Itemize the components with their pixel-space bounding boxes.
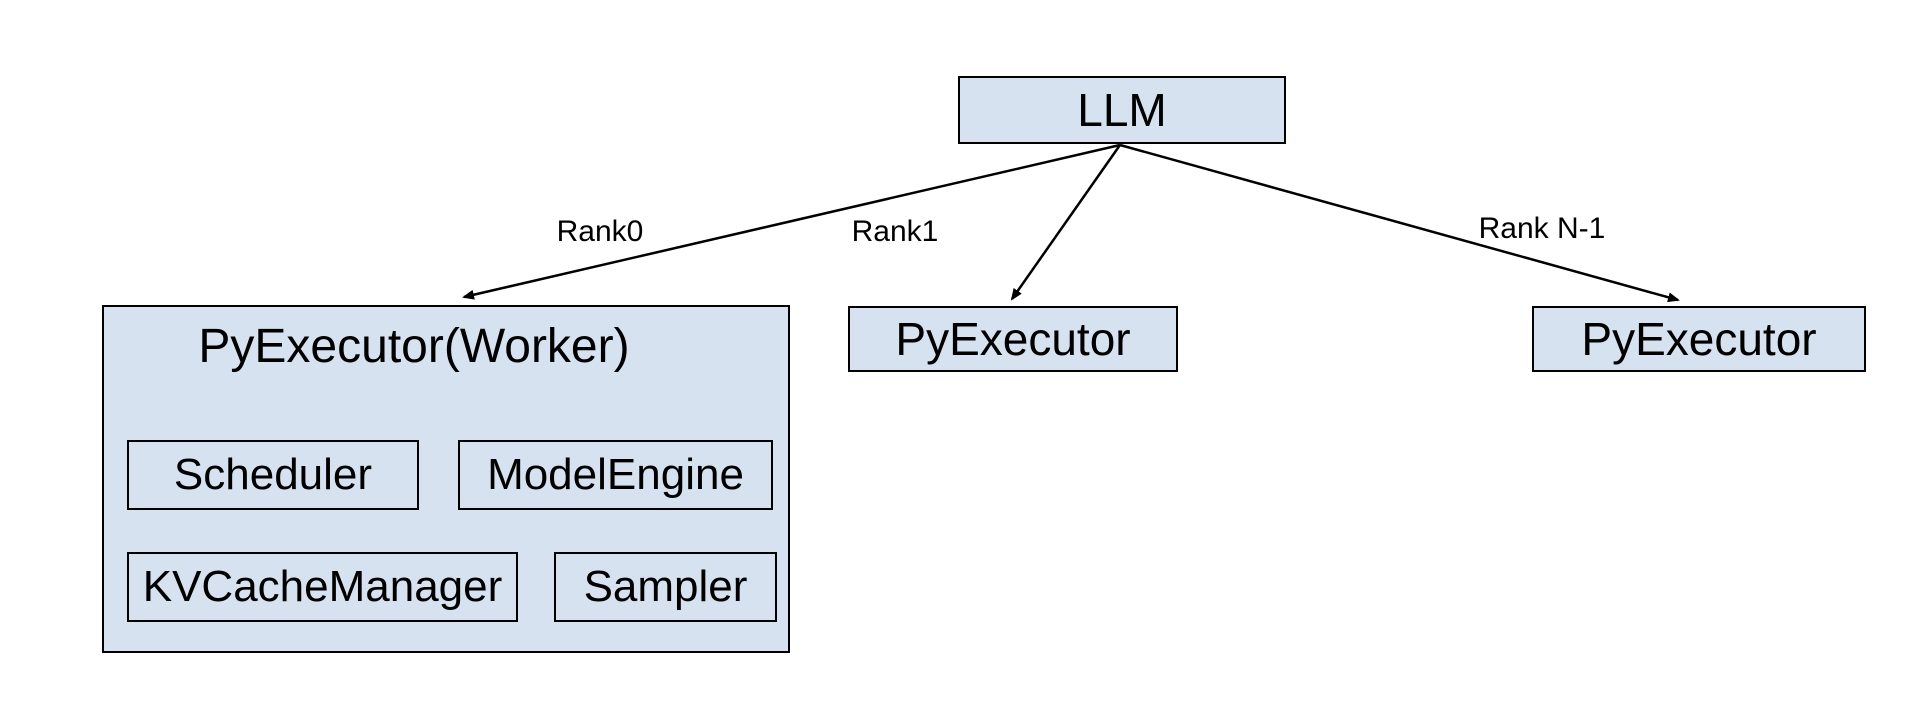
- pyexecutor-rank1-label: PyExecutor: [895, 313, 1131, 365]
- edge-rank1-line: [1010, 144, 1122, 301]
- modelengine-label: ModelEngine: [487, 450, 744, 499]
- pyexecutor-rank-n-1-node: PyExecutor: [1532, 306, 1866, 372]
- llm-node: LLM: [958, 76, 1286, 144]
- edge-label-rank-n-1: Rank N-1: [1478, 212, 1606, 245]
- pyexecutor-worker-label: PyExecutor(Worker): [198, 320, 630, 373]
- kvcachemanager-label: KVCacheManager: [142, 562, 503, 611]
- scheduler-label: Scheduler: [173, 450, 373, 499]
- modelengine-node: ModelEngine: [458, 440, 773, 510]
- edge-label-rank0: Rank0: [556, 215, 644, 248]
- pyexecutor-worker-node: PyExecutor(Worker) Scheduler ModelEngine…: [102, 305, 790, 653]
- kvcachemanager-node: KVCacheManager: [127, 552, 518, 622]
- sampler-label: Sampler: [583, 562, 748, 611]
- pyexecutor-rank1-node: PyExecutor: [848, 306, 1178, 372]
- pyexecutor-rank-n-1-label: PyExecutor: [1581, 313, 1817, 365]
- edge-label-rank1: Rank1: [851, 215, 939, 248]
- scheduler-node: Scheduler: [127, 440, 419, 510]
- llm-node-label: LLM: [1077, 84, 1167, 136]
- sampler-node: Sampler: [554, 552, 777, 622]
